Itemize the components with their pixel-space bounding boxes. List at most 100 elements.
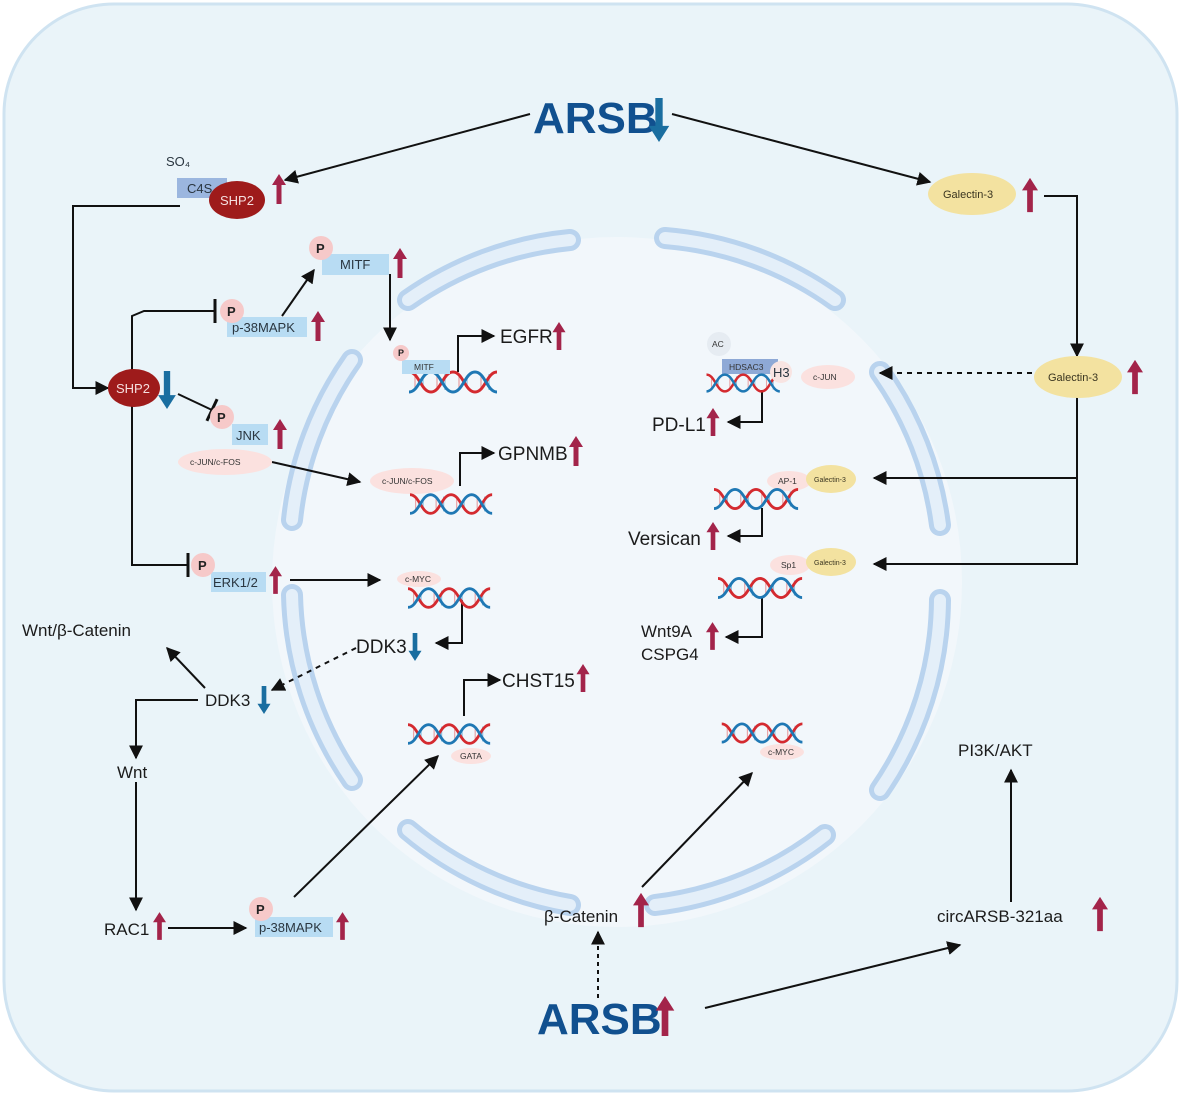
wnt-bcatenin-label: Wnt/β-Catenin [22,621,131,640]
galectin-mid-node [1034,356,1122,398]
cmyc-bottom-pill [760,744,804,760]
ddk3-cyto-label: DDK3 [205,691,250,710]
edge-p38-gata [293,755,440,898]
edge-shp2-p38-inhibit [131,299,217,376]
sp1-pill [770,555,810,575]
so4-label: SO₄ [166,154,190,169]
circarsb-label: circARSB-321aa [937,907,1063,926]
edge-cjun-nucleus [271,461,362,487]
chst15-label: CHST15 [502,671,575,692]
shp2-top-label: SHP2 [220,193,254,208]
edge-bcatenin-cmyc [641,771,753,888]
phospho-icon [393,345,409,361]
hdsac3-box [722,359,778,374]
cjun-nuc-pill [801,365,855,389]
edge-mitf-egfr [457,329,496,372]
edge-hdsac-pdl1 [726,390,763,429]
wnt9a-label: Wnt9A [641,622,693,641]
galectin-sp1-label: Galectin-3 [814,560,846,567]
phospho-icon [309,236,333,260]
p38mapk-bottom-label: p-38MAPK [259,920,322,935]
arsb-bottom-label: ARSB [537,995,662,1044]
mitf-nuc-box [402,360,450,374]
ap1-label: AP-1 [778,476,797,486]
cjun-cfos-cyto-pill [178,449,272,475]
svg-text:P: P [217,410,226,425]
edge-gata-chst15 [463,673,502,716]
galectin-sp1-node [806,548,856,576]
edge-cmyc-ddk3 [434,600,463,650]
arsb-top-label: ARSB [533,94,658,143]
mitf-nuc-label: MITF [414,362,434,372]
edge-arsb-galectin [671,113,932,186]
jnk-label: JNK [236,428,261,443]
svg-text:P: P [227,304,236,319]
edge-arsb-circarsb [704,941,962,1009]
edge-galectin-galectin [1044,195,1084,358]
bcatenin-label: β-Catenin [544,907,618,926]
cjun-cfos-cyto-label: c-JUN/c-FOS [190,457,241,467]
hdsac3-label: HDSAC3 [729,362,764,372]
galectin-top-label: Galectin-3 [943,189,993,201]
svg-text:P: P [398,348,404,358]
shp2-top-node [209,181,265,219]
mitf-cyto-label: MITF [340,257,370,272]
gata-label: GATA [460,751,482,761]
jnk-box [232,424,268,445]
p38mapk-bottom-box [255,917,333,937]
erk-box [211,572,266,592]
galectin-top-node [928,173,1016,215]
p38mapk-top-box [227,317,307,337]
erk-label: ERK1/2 [213,575,258,590]
c4s-label: C4S [187,181,213,196]
galectin-ap1-label: Galectin-3 [814,477,846,484]
egfr-label: EGFR [500,327,553,348]
phospho-icon [249,897,273,921]
cmyc-top-pill [397,571,441,587]
cjun-nuc-label: c-JUN [813,372,837,382]
pdl1-label: PD-L1 [652,415,706,436]
sp1-label: Sp1 [781,560,796,570]
ac-label: AC [712,339,724,349]
mitf-cyto-box [322,254,389,275]
edge-shp2-shp2mid [72,205,180,395]
gata-pill [451,748,491,764]
cjun-cfos-nuc-label: c-JUN/c-FOS [382,476,433,486]
cspg4-label: CSPG4 [641,645,699,664]
h3-label: H3 [773,365,790,380]
cjun-cfos-nuc-pill [370,468,454,494]
ac-node [707,332,731,356]
edge-ap1-versican [726,508,763,543]
cmyc-top-label: c-MYC [405,574,431,584]
svg-text:P: P [316,241,325,256]
edges [72,113,1084,1009]
wnt-label: Wnt [117,763,148,782]
gpnmb-label: GPNMB [498,444,568,465]
edge-arsb-shp2 [283,113,531,184]
galectin-mid-label: Galectin-3 [1048,372,1098,384]
shp2-mid-label: SHP2 [116,381,150,396]
cmyc-bottom-label: c-MYC [768,747,794,757]
svg-text:P: P [198,558,207,573]
galectin-ap1-node [806,465,856,493]
edge-p38-mitf [281,268,315,317]
versican-label: Versican [628,529,701,550]
h3-node [770,361,792,383]
svg-text:P: P [256,902,265,917]
edge-sp1-wnt9a [724,596,763,644]
edge-galectin-ap1 [872,392,1078,571]
shp2-mid-node [108,369,160,407]
ddk3-nuc-label: DDK3 [356,637,407,658]
phospho-icon [220,299,244,323]
pi3k-akt-label: PI3K/AKT [958,741,1033,760]
rac1-label: RAC1 [104,920,149,939]
edge-shp2-jnk-inhibit [177,393,219,422]
edge-cjun-gpnmb [459,446,496,486]
ap1-pill [767,471,811,491]
edge-ddk3-wnt [129,699,198,760]
phospho-icon [191,553,215,577]
phospho-icon [210,405,234,429]
edge-ddk3-wnt-bcat [166,646,206,689]
edge-shp2-erk-inhibit [131,402,190,577]
